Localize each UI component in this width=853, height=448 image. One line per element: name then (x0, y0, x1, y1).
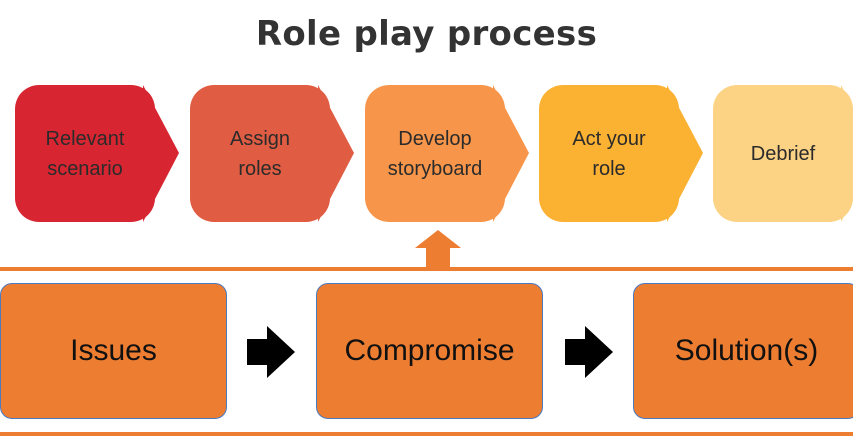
step-box (365, 85, 505, 222)
step-label: Act your role (572, 127, 646, 180)
arrow-right-icon (247, 326, 295, 378)
up-arrow-icon (415, 230, 461, 268)
step-box (539, 85, 679, 222)
chevron-right-icon (143, 85, 179, 222)
up-arrow-stem (426, 248, 450, 268)
chevron-right-icon (493, 85, 529, 222)
divider-top (0, 267, 853, 271)
step-label: Assign roles (229, 127, 291, 180)
stage-solutions: Solution(s) (633, 283, 853, 419)
step-assign-roles: Assign roles (190, 85, 354, 222)
step-relevant-scenario: Relevant scenario (15, 85, 179, 222)
step-act-your-role: Act your role (539, 85, 703, 222)
step-box (15, 85, 155, 222)
arrow-right-icon (565, 326, 613, 378)
chevron-right-icon (318, 85, 354, 222)
stage-compromise: Compromise (316, 283, 543, 419)
step-label: Relevant scenario (45, 127, 125, 180)
step-label: Debrief (750, 142, 816, 165)
step-develop-storyboard: Develop storyboard (365, 85, 529, 222)
step-label: Develop storyboard (387, 127, 483, 180)
step-box (190, 85, 330, 222)
divider-bottom (0, 432, 853, 436)
diagram-title: Role play process (255, 14, 598, 54)
step-box (713, 85, 853, 222)
stage-issues: Issues (0, 283, 227, 419)
step-debrief: Debrief (713, 85, 853, 222)
up-arrow-head (415, 230, 461, 248)
chevron-right-icon (667, 85, 703, 222)
chevron-right-icon (841, 85, 853, 222)
